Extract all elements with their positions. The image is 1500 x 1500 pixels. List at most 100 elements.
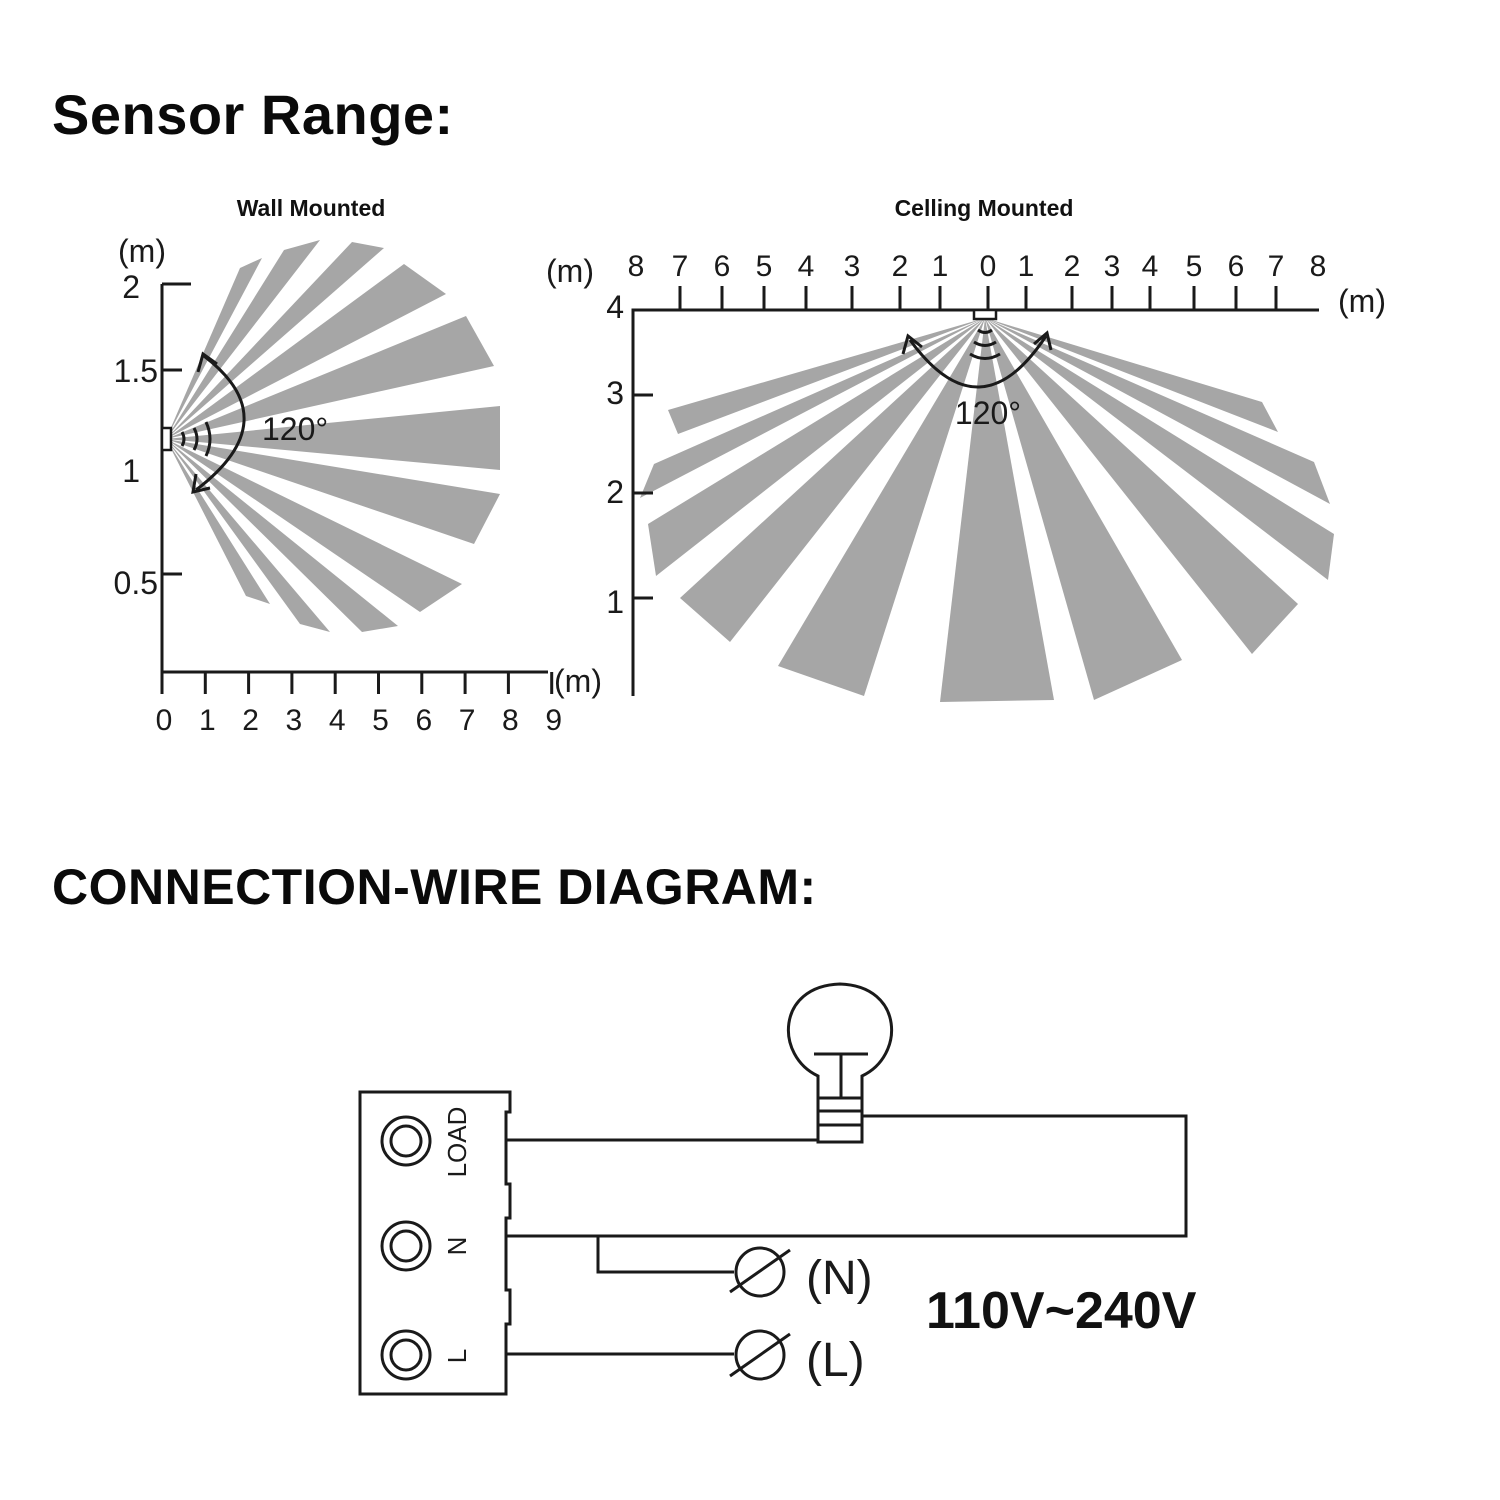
ceiling-x-tick-label: 5 — [756, 250, 773, 283]
detection-beam — [648, 318, 985, 576]
supply-label-l: (L) — [806, 1334, 865, 1387]
ceiling-axes — [631, 308, 1319, 696]
arrow-head-icon — [901, 333, 923, 355]
ceiling-x-tick-label: 7 — [1268, 250, 1285, 283]
wall-sensor-icon — [160, 426, 173, 452]
detection-beam — [985, 318, 1330, 504]
signal-wave-icon — [192, 427, 199, 451]
wall-y-tick-label: 2 — [122, 269, 140, 305]
ceiling-x-tick-label: 7 — [672, 250, 689, 283]
wall-x-tick-label: 9 — [545, 704, 562, 737]
ceiling-y-tick-label: 4 — [606, 289, 624, 325]
detection-beam — [985, 318, 1182, 700]
detection-beam — [166, 439, 462, 612]
signal-wave-icon — [180, 431, 186, 447]
wall-angle-arc — [195, 354, 246, 492]
terminal-screw-load — [380, 1115, 432, 1167]
ceiling-x-tick-label: 0 — [980, 250, 997, 283]
ceiling-x-tick-label: 8 — [628, 250, 645, 283]
terminal-block — [358, 1090, 512, 1396]
wall-angle-label: 120° — [262, 411, 328, 447]
neutral-supply-wire — [596, 1236, 734, 1274]
ceiling-detection-zone — [640, 318, 1334, 702]
ceiling-x-tick-label: 6 — [714, 250, 731, 283]
wall-x-tick-label: 0 — [156, 704, 173, 737]
detection-beam — [166, 439, 398, 632]
detection-beam — [166, 242, 384, 439]
wall-detection-zone — [166, 240, 500, 632]
wall-x-tick-label: 4 — [329, 704, 346, 737]
wall-y-tick-label: 1 — [122, 453, 140, 489]
ceiling-x-tick-label: 2 — [1064, 250, 1081, 283]
ceiling-x-tick-label: 4 — [1142, 250, 1159, 283]
terminal-label-load: LOAD — [442, 1107, 472, 1178]
wall-x-tick-label: 6 — [415, 704, 432, 737]
detection-beam — [166, 240, 320, 439]
detection-beam — [166, 264, 446, 439]
detection-beam — [640, 318, 985, 498]
supply-terminal-l-icon — [729, 1329, 791, 1381]
wall-x-tick-label: 2 — [242, 704, 259, 737]
arrow-head-icon — [1033, 330, 1053, 351]
ceiling-x-tick-label: 6 — [1228, 250, 1245, 283]
detection-beam — [166, 316, 494, 439]
connection-wire-diagram-heading: CONNECTION-WIRE DIAGRAM: — [52, 859, 817, 915]
terminal-label-l: L — [442, 1349, 472, 1363]
arrow-head-icon — [196, 351, 218, 373]
wall-x-tick-label: 3 — [286, 704, 303, 737]
detection-beam — [166, 439, 270, 604]
terminal-screw-n — [380, 1220, 432, 1272]
detection-beam — [985, 318, 1298, 654]
signal-wave-icon — [973, 340, 997, 347]
ceiling-x-tick-label: 1 — [1018, 250, 1035, 283]
ceiling-y-tick-label: 2 — [606, 474, 624, 510]
wall-x-tick-label: 7 — [459, 704, 476, 737]
detection-beam — [778, 318, 985, 696]
detection-beam — [985, 318, 1278, 432]
ceiling-x-tick-label: 3 — [1104, 250, 1121, 283]
wall-x-tick-label: 1 — [199, 704, 216, 737]
wall-x-tick-label: 5 — [372, 704, 389, 737]
ceiling-angle-arc — [908, 335, 1048, 389]
ceiling-y-tick-label: 3 — [606, 375, 624, 411]
wall-mounted-title: Wall Mounted — [237, 195, 386, 221]
wiring-diagram: LOAD N L (N) (L) 110V~240V — [358, 982, 1197, 1396]
ceiling-y-tick-label: 1 — [606, 584, 624, 620]
supply-terminal-n-icon — [729, 1246, 791, 1298]
ceiling-angle-label: 120° — [955, 395, 1021, 431]
ceiling-x-unit-right: (m) — [1338, 283, 1386, 319]
ceiling-x-ticks — [678, 286, 1278, 310]
wall-x-tick-label: 8 — [502, 704, 519, 737]
ceiling-x-tick-label: 4 — [798, 250, 815, 283]
ceiling-x-tick-label: 5 — [1186, 250, 1203, 283]
detection-beam — [166, 406, 500, 470]
ceiling-mounted-title: Celling Mounted — [895, 195, 1074, 221]
wall-x-unit: (m) — [554, 663, 602, 699]
detection-beam — [166, 258, 262, 439]
ceiling-sensor-icon — [972, 308, 998, 321]
arrow-head-icon — [191, 473, 211, 494]
wall-y-unit: (m) — [118, 233, 166, 269]
wall-x-ticks — [160, 672, 554, 694]
detection-beam — [680, 318, 985, 642]
signal-wave-icon — [977, 328, 993, 334]
signal-wave-icon — [204, 421, 212, 457]
sensor-range-heading: Sensor Range: — [52, 83, 454, 146]
terminal-screw-l — [380, 1329, 432, 1381]
ceiling-x-tick-label: 2 — [892, 250, 909, 283]
ceiling-x-unit-left: (m) — [546, 253, 594, 289]
signal-wave-icon — [969, 352, 1001, 360]
detection-beam — [166, 439, 500, 544]
ceiling-x-tick-label: 8 — [1310, 250, 1327, 283]
wall-y-tick-label: 1.5 — [114, 353, 158, 389]
terminal-label-n: N — [442, 1237, 472, 1256]
ceiling-x-tick-label: 3 — [844, 250, 861, 283]
neutral-return-wire — [506, 1114, 1188, 1238]
voltage-label: 110V~240V — [926, 1282, 1197, 1340]
detection-beam — [985, 318, 1334, 580]
